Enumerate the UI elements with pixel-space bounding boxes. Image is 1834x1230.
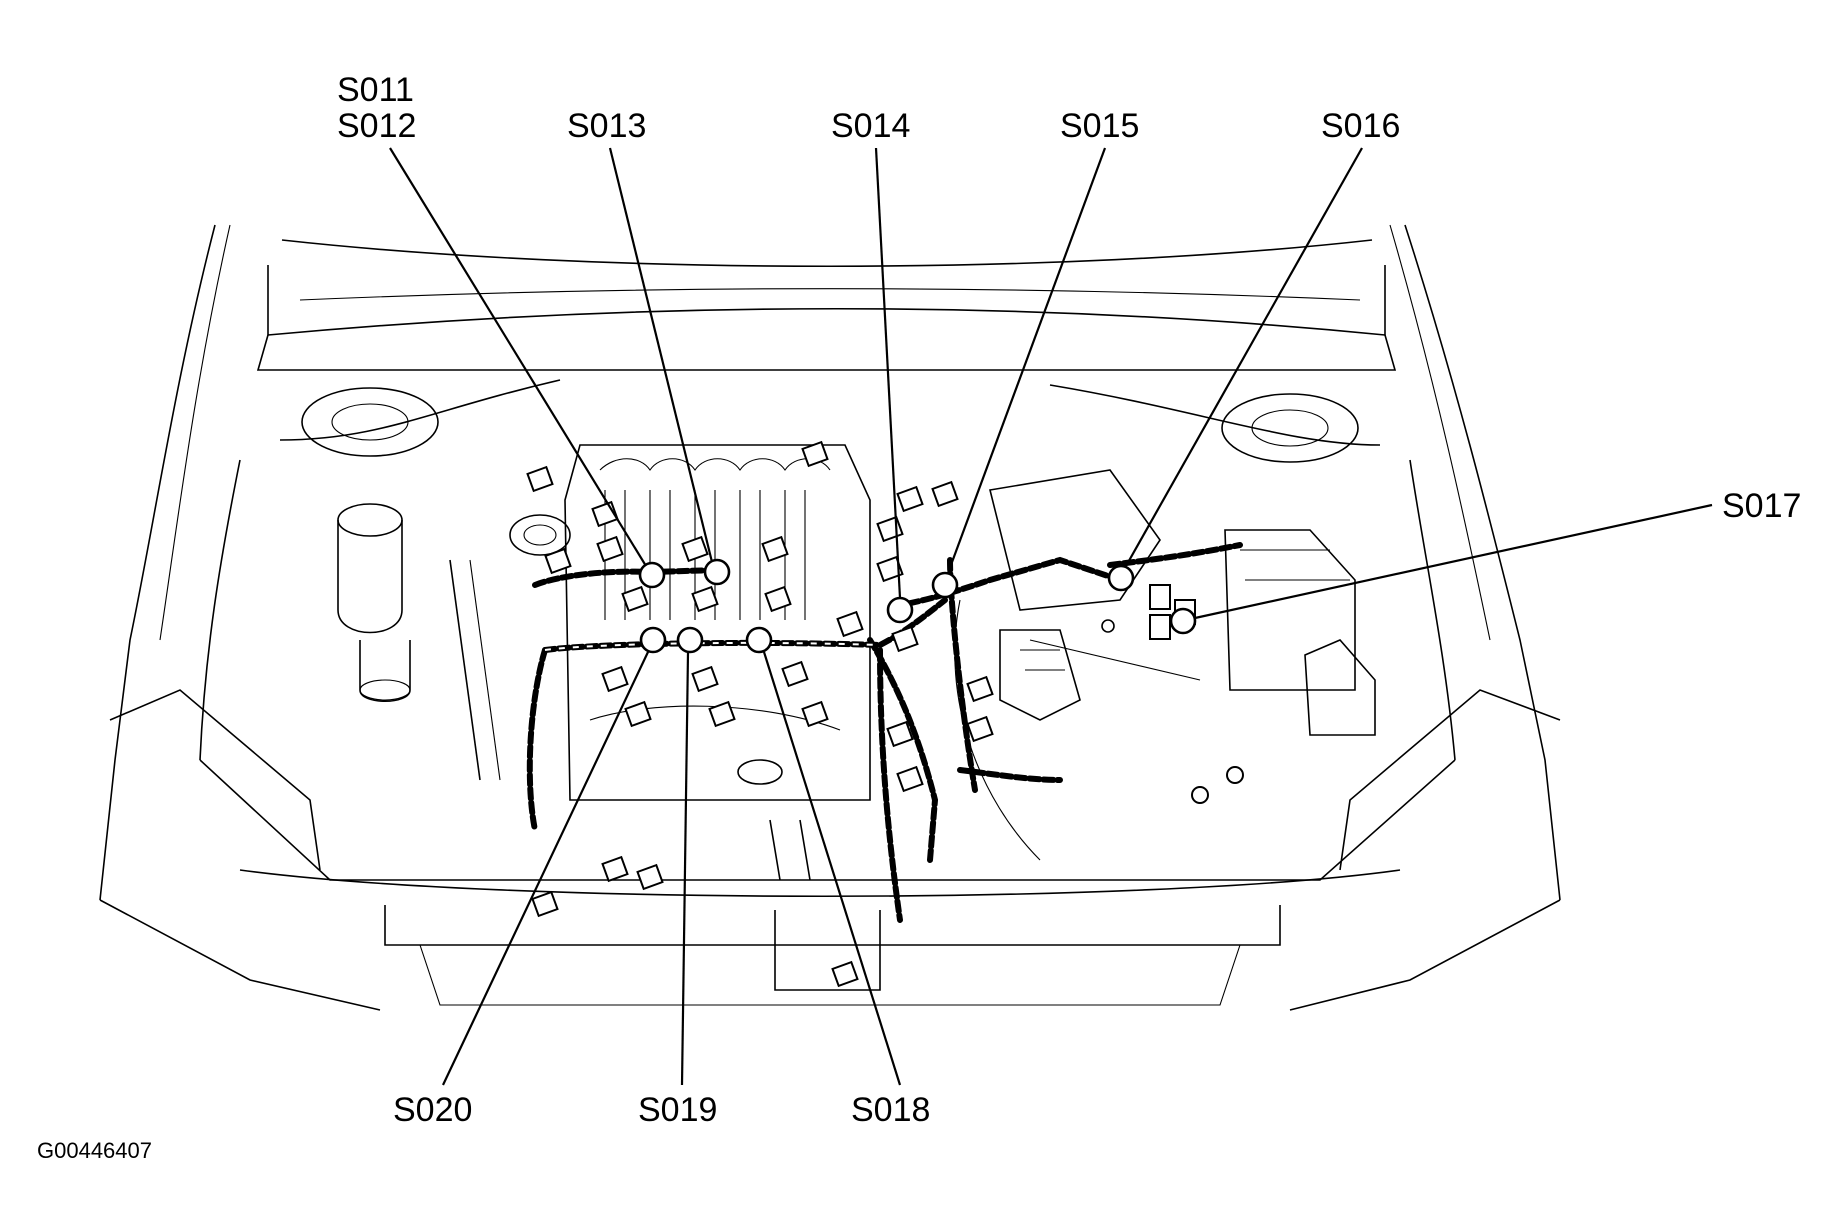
leader-S013 bbox=[608, 147, 714, 563]
label-S019: S019 bbox=[638, 1091, 717, 1129]
label-S014: S014 bbox=[831, 107, 910, 145]
splice-point-S015 bbox=[931, 571, 959, 599]
splice-points bbox=[638, 558, 1197, 654]
label-S017: S017 bbox=[1722, 487, 1801, 525]
label-S015: S015 bbox=[1060, 107, 1139, 145]
battery-and-fuse-box bbox=[954, 469, 1376, 861]
fluid-reservoirs bbox=[337, 503, 571, 781]
leader-S020 bbox=[442, 651, 649, 1086]
leader-S017 bbox=[1194, 503, 1713, 620]
leader-lines bbox=[389, 147, 1713, 1086]
harness-connectors bbox=[526, 440, 1244, 988]
label-S012: S012 bbox=[337, 107, 416, 145]
vehicle-body-outline bbox=[99, 224, 1561, 1011]
engine-intake-manifold bbox=[564, 444, 871, 881]
label-S016: S016 bbox=[1321, 107, 1400, 145]
splice-point-S019 bbox=[676, 626, 704, 654]
splice-point-S011-S012 bbox=[638, 561, 666, 589]
splice-point-S014 bbox=[886, 596, 914, 624]
label-S013: S013 bbox=[567, 107, 646, 145]
splice-point-S018 bbox=[745, 626, 773, 654]
label-S018: S018 bbox=[851, 1091, 930, 1129]
splice-point-S016 bbox=[1107, 564, 1135, 592]
label-S011: S011 bbox=[337, 71, 414, 109]
callout-labels: S011 S012 S013 S014 S015 S016 S017 S018 … bbox=[37, 71, 1801, 1163]
leader-S018 bbox=[762, 651, 902, 1086]
leader-S015 bbox=[946, 147, 1107, 574]
leader-S016 bbox=[1125, 147, 1363, 567]
leader-S019 bbox=[680, 651, 690, 1086]
splice-point-S017 bbox=[1169, 607, 1197, 635]
splice-point-S013 bbox=[703, 558, 731, 586]
leader-S011-S012 bbox=[389, 147, 647, 567]
label-S020: S020 bbox=[393, 1091, 472, 1129]
leader-S014 bbox=[874, 147, 902, 599]
figure-id: G00446407 bbox=[37, 1138, 152, 1163]
splice-point-S020 bbox=[639, 626, 667, 654]
